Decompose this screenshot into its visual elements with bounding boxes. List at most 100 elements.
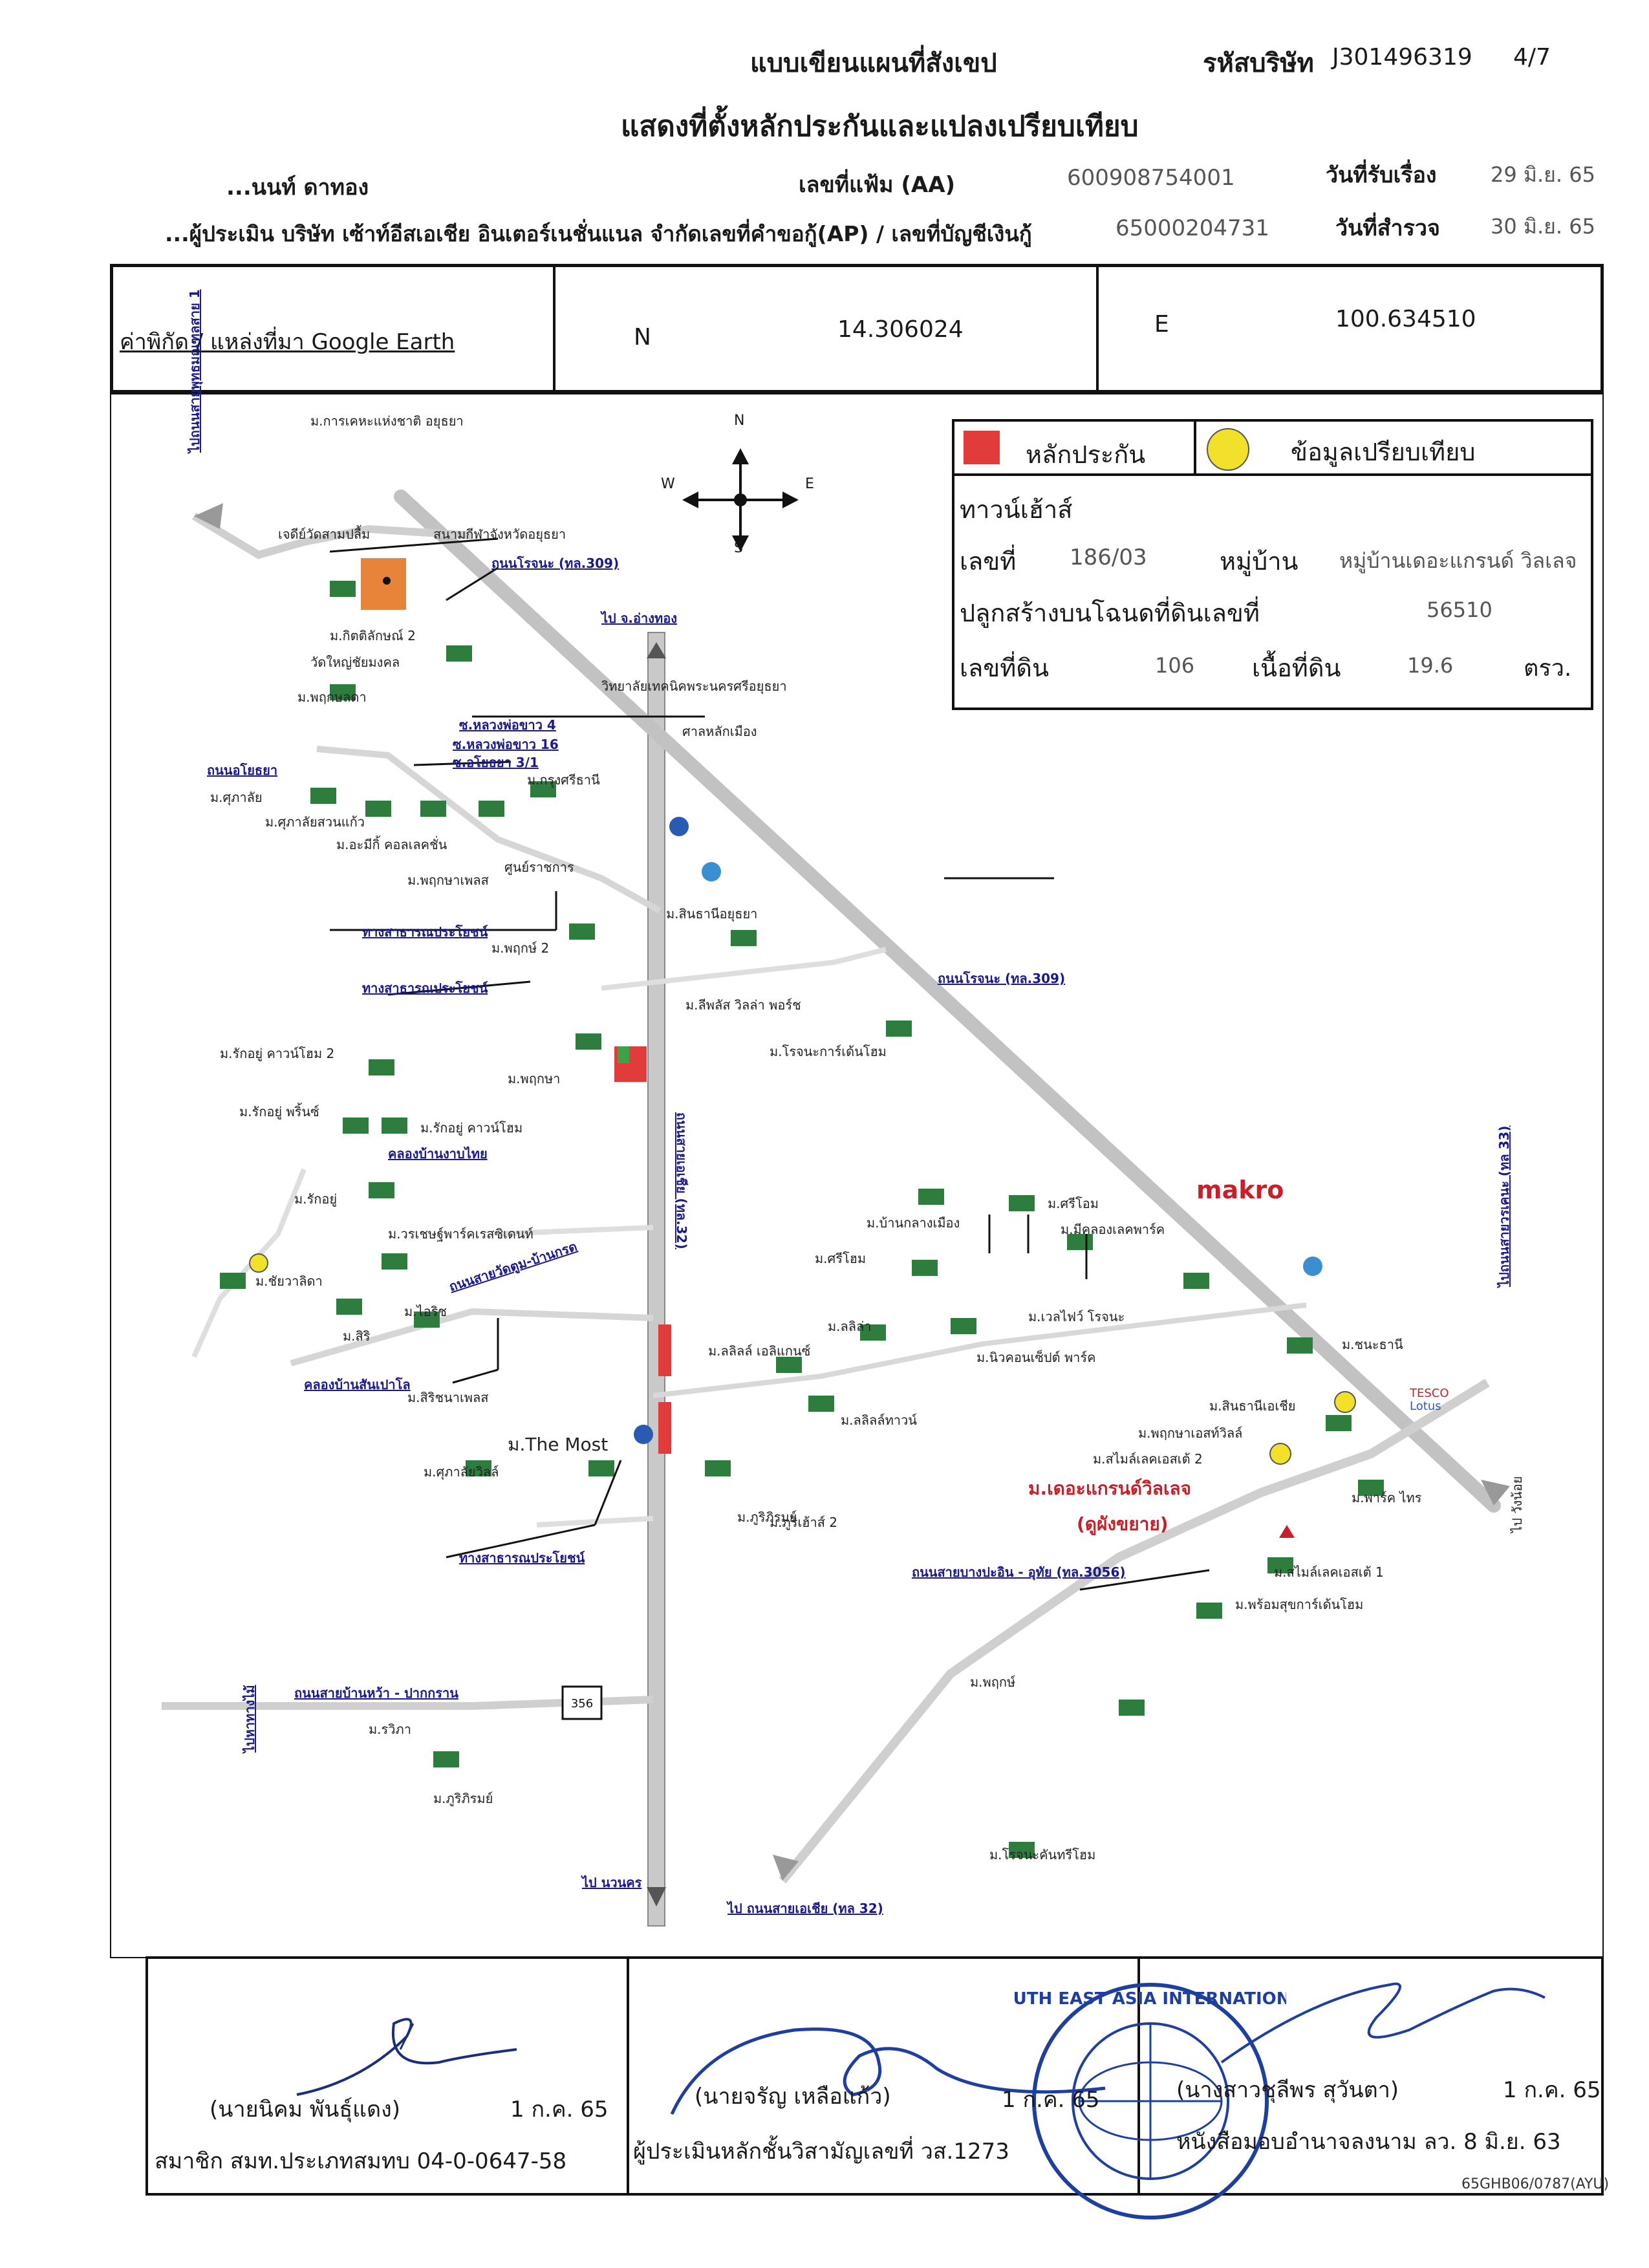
map-label: ม.สินธานีอยุธยา (666, 906, 758, 922)
map-label: ศูนย์ราชการ (504, 859, 574, 875)
emblem-icon-2 (1303, 1257, 1322, 1276)
signer-2-date: 1 ก.ค. 65 (1002, 2087, 1100, 2113)
divider (627, 1959, 629, 2193)
map-label: ไป นวนคร (582, 1875, 642, 1890)
arrow-north-angthong (647, 642, 666, 658)
red-segment-1 (658, 1324, 671, 1376)
signer-2-role: ผู้ประเมินหลักชั้นวิสามัญเลขที่ วส.1273 (633, 2139, 1009, 2165)
divider (1194, 422, 1196, 473)
map-label: ถนนสายเอเชีย (ทล.32) (674, 1112, 689, 1249)
local-road (652, 1302, 1307, 1398)
phutthamonthon-road (191, 512, 473, 559)
map-label: ม.ลลิลล์ เอลิแกนซ์ (708, 1343, 811, 1359)
map-label: ซ.หลวงพ่อขาว 4 (459, 717, 556, 733)
coords-source: ค่าพิกัด / แหล่งที่มา Google Earth (120, 329, 455, 355)
appraiser-line: ...ผู้ประเมิน บริษัท เซ้าท์อีสเอเชีย อิน… (165, 221, 1032, 246)
footer-reference: 65GHB06/0787(AYU) (1461, 2176, 1610, 2192)
file-no-label: เลขที่แฟ้ม (AA) (799, 172, 956, 198)
area-unit: ตรว. (1524, 655, 1572, 682)
red-segment-2 (658, 1402, 671, 1454)
map-label: ศาลหลักเมือง (682, 724, 757, 739)
company-code: J301496319 (1332, 44, 1472, 70)
owner-name: ...นนท์ ดาทอง (226, 175, 369, 200)
map-label: ม.ศุภาลัยวิลล์ (424, 1464, 499, 1480)
ayothaya-road (316, 746, 662, 914)
map-label: ม.ศรีโฮม (815, 1251, 867, 1266)
map-label: วิทยาลัยเทคนิคพระนครศรีอยุธยา (601, 678, 787, 694)
map-label: ม.พฤกษา (508, 1071, 561, 1086)
map-label: ม.รักอยู่ (294, 1191, 338, 1207)
map-label: ม.พฤกษลดา (297, 689, 367, 705)
map-label: ม.ภูริภิรมย์ (433, 1791, 493, 1806)
map-label: ทางสาธารณประโยชน์ (362, 924, 488, 940)
tesco-label: TESCO (1409, 1387, 1449, 1400)
stamp-text: SOUTH EAST ASIA INTERNATIONAL (1015, 1989, 1286, 2009)
legend-box: หลักประกัน ข้อมูลเปรียบเทียบ ทาวน์เฮ้าส์… (952, 419, 1593, 710)
divider (1137, 1959, 1140, 2193)
subject-pointer (1279, 1525, 1295, 1538)
map-label: ซ.หลวงพ่อขาว 16 (453, 737, 559, 752)
coords-bar: ค่าพิกัด / แหล่งที่มา Google Earth N 14.… (110, 264, 1604, 393)
map-label: ม.ภูริเฮ้าส์ 2 (770, 1515, 838, 1530)
collateral-label: หลักประกัน (1026, 440, 1146, 469)
map-label: ทางสาธารณประโยชน์ (459, 1550, 585, 1566)
map-label: ม.สไมล์เลคเอสเต้ 2 (1093, 1451, 1203, 1467)
map-label: ม.ไอริช (404, 1304, 447, 1319)
signer-1-role: สมาชิก สมท.ประเภทสมทบ 04-0-0647-58 (155, 2148, 567, 2174)
route-356-sign (561, 1685, 603, 1720)
bang-pa-in-road (779, 1379, 1490, 1884)
e-value: 100.634510 (1335, 306, 1476, 332)
company-seal-stamp: SOUTH EAST ASIA INTERNATIONAL (1015, 1983, 1286, 2219)
map-label: ม.สิริ (343, 1328, 371, 1344)
signer-1-date: 1 ก.ค. 65 (510, 2097, 609, 2122)
stadium-marker (361, 558, 406, 610)
compass-w: W (661, 476, 675, 492)
area-value: 19.6 (1407, 653, 1454, 678)
map-label: ไปถนนสายพุทธมณฑลสาย 1 (187, 289, 202, 453)
location-map: 356 makro TESCO Lotus (110, 393, 1604, 1958)
map-label: ถนนสายบางปะอิน - อุทัย (ทล.3056) (912, 1564, 1126, 1580)
map-label: ม.มีคลองเลคพาร์ค (1061, 1222, 1165, 1237)
form-title: แบบเขียนแผนที่สังเขป (750, 49, 997, 78)
ptt-icon-2 (634, 1425, 653, 1444)
map-label: ม.พาร์ค ไทร (1352, 1490, 1422, 1506)
compare-label: ข้อมูลเปรียบเทียบ (1291, 438, 1476, 466)
map-label: ทางสาธารณประโยชน์ (362, 980, 488, 996)
map-label: ม.พฤกษาเพลส (407, 872, 489, 888)
map-label: ม.รักอยู่ คาวน์โฮม 2 (220, 1046, 335, 1061)
land-no-label: เลขที่ดิน (960, 654, 1049, 682)
village-icons (220, 581, 1384, 1858)
received-label: วันที่รับเรื่อง (1326, 162, 1437, 188)
compare-swatch (1207, 428, 1249, 471)
signer-1-name: (นายนิคม พันธุ์แดง) (210, 2097, 400, 2122)
map-label: ม.วรเชษฐ์พาร์คเรสซิเดนท์ (388, 1226, 534, 1242)
ptt-icon (669, 817, 689, 836)
map-label: ไปหาทางไม้ (242, 1685, 257, 1753)
map-label: ม.สไมล์เลคเอสเต้ 1 (1274, 1564, 1384, 1580)
map-label: ม.สินธานีเอเชีย (1209, 1398, 1296, 1414)
map-label: วัดใหญ่ชัยมงคล (310, 654, 400, 670)
signature-table: SOUTH EAST ASIA INTERNATIONAL (นายนิคม พ… (146, 1956, 1604, 2219)
deed-no: 56510 (1427, 598, 1493, 622)
area-label: เนื้อที่ดิน (1252, 654, 1341, 682)
signer-2-name: (นายจรัญ เหลือแก้ว) (695, 2084, 891, 2110)
arrow-southeast (1481, 1480, 1510, 1506)
divider (1096, 267, 1099, 390)
map-label: ม.The Most (508, 1434, 609, 1455)
signer-3-role: หนังสือมอบอำนาจลงนาม ลว. 8 มิ.ย. 63 (1176, 2129, 1561, 2155)
compass-s: S (734, 540, 743, 556)
compass-e: E (805, 476, 814, 492)
map-label: ม.กรุงศรีธานี (527, 772, 600, 788)
n-label: N (634, 324, 651, 351)
file-no: 600908754001 (1067, 165, 1235, 191)
map-label: ม.ศรีโอม (1048, 1196, 1099, 1211)
e-label: E (1154, 311, 1169, 338)
map-label: ซ.อโยธยา 3/1 (453, 755, 539, 770)
signature-3 (1220, 1982, 1546, 2064)
map-label: ม.กิตติลักษณ์ 2 (330, 628, 416, 643)
map-label: ม.ภูริภิรมย์ (737, 1509, 797, 1525)
map-label: ม.รักอยู่ พริ้นซ์ (239, 1104, 319, 1119)
application-no: 65000204731 (1116, 215, 1269, 241)
main-road-asian-highway (647, 632, 665, 1927)
map-label: คลองบ้านสันเปาโล (304, 1377, 411, 1392)
